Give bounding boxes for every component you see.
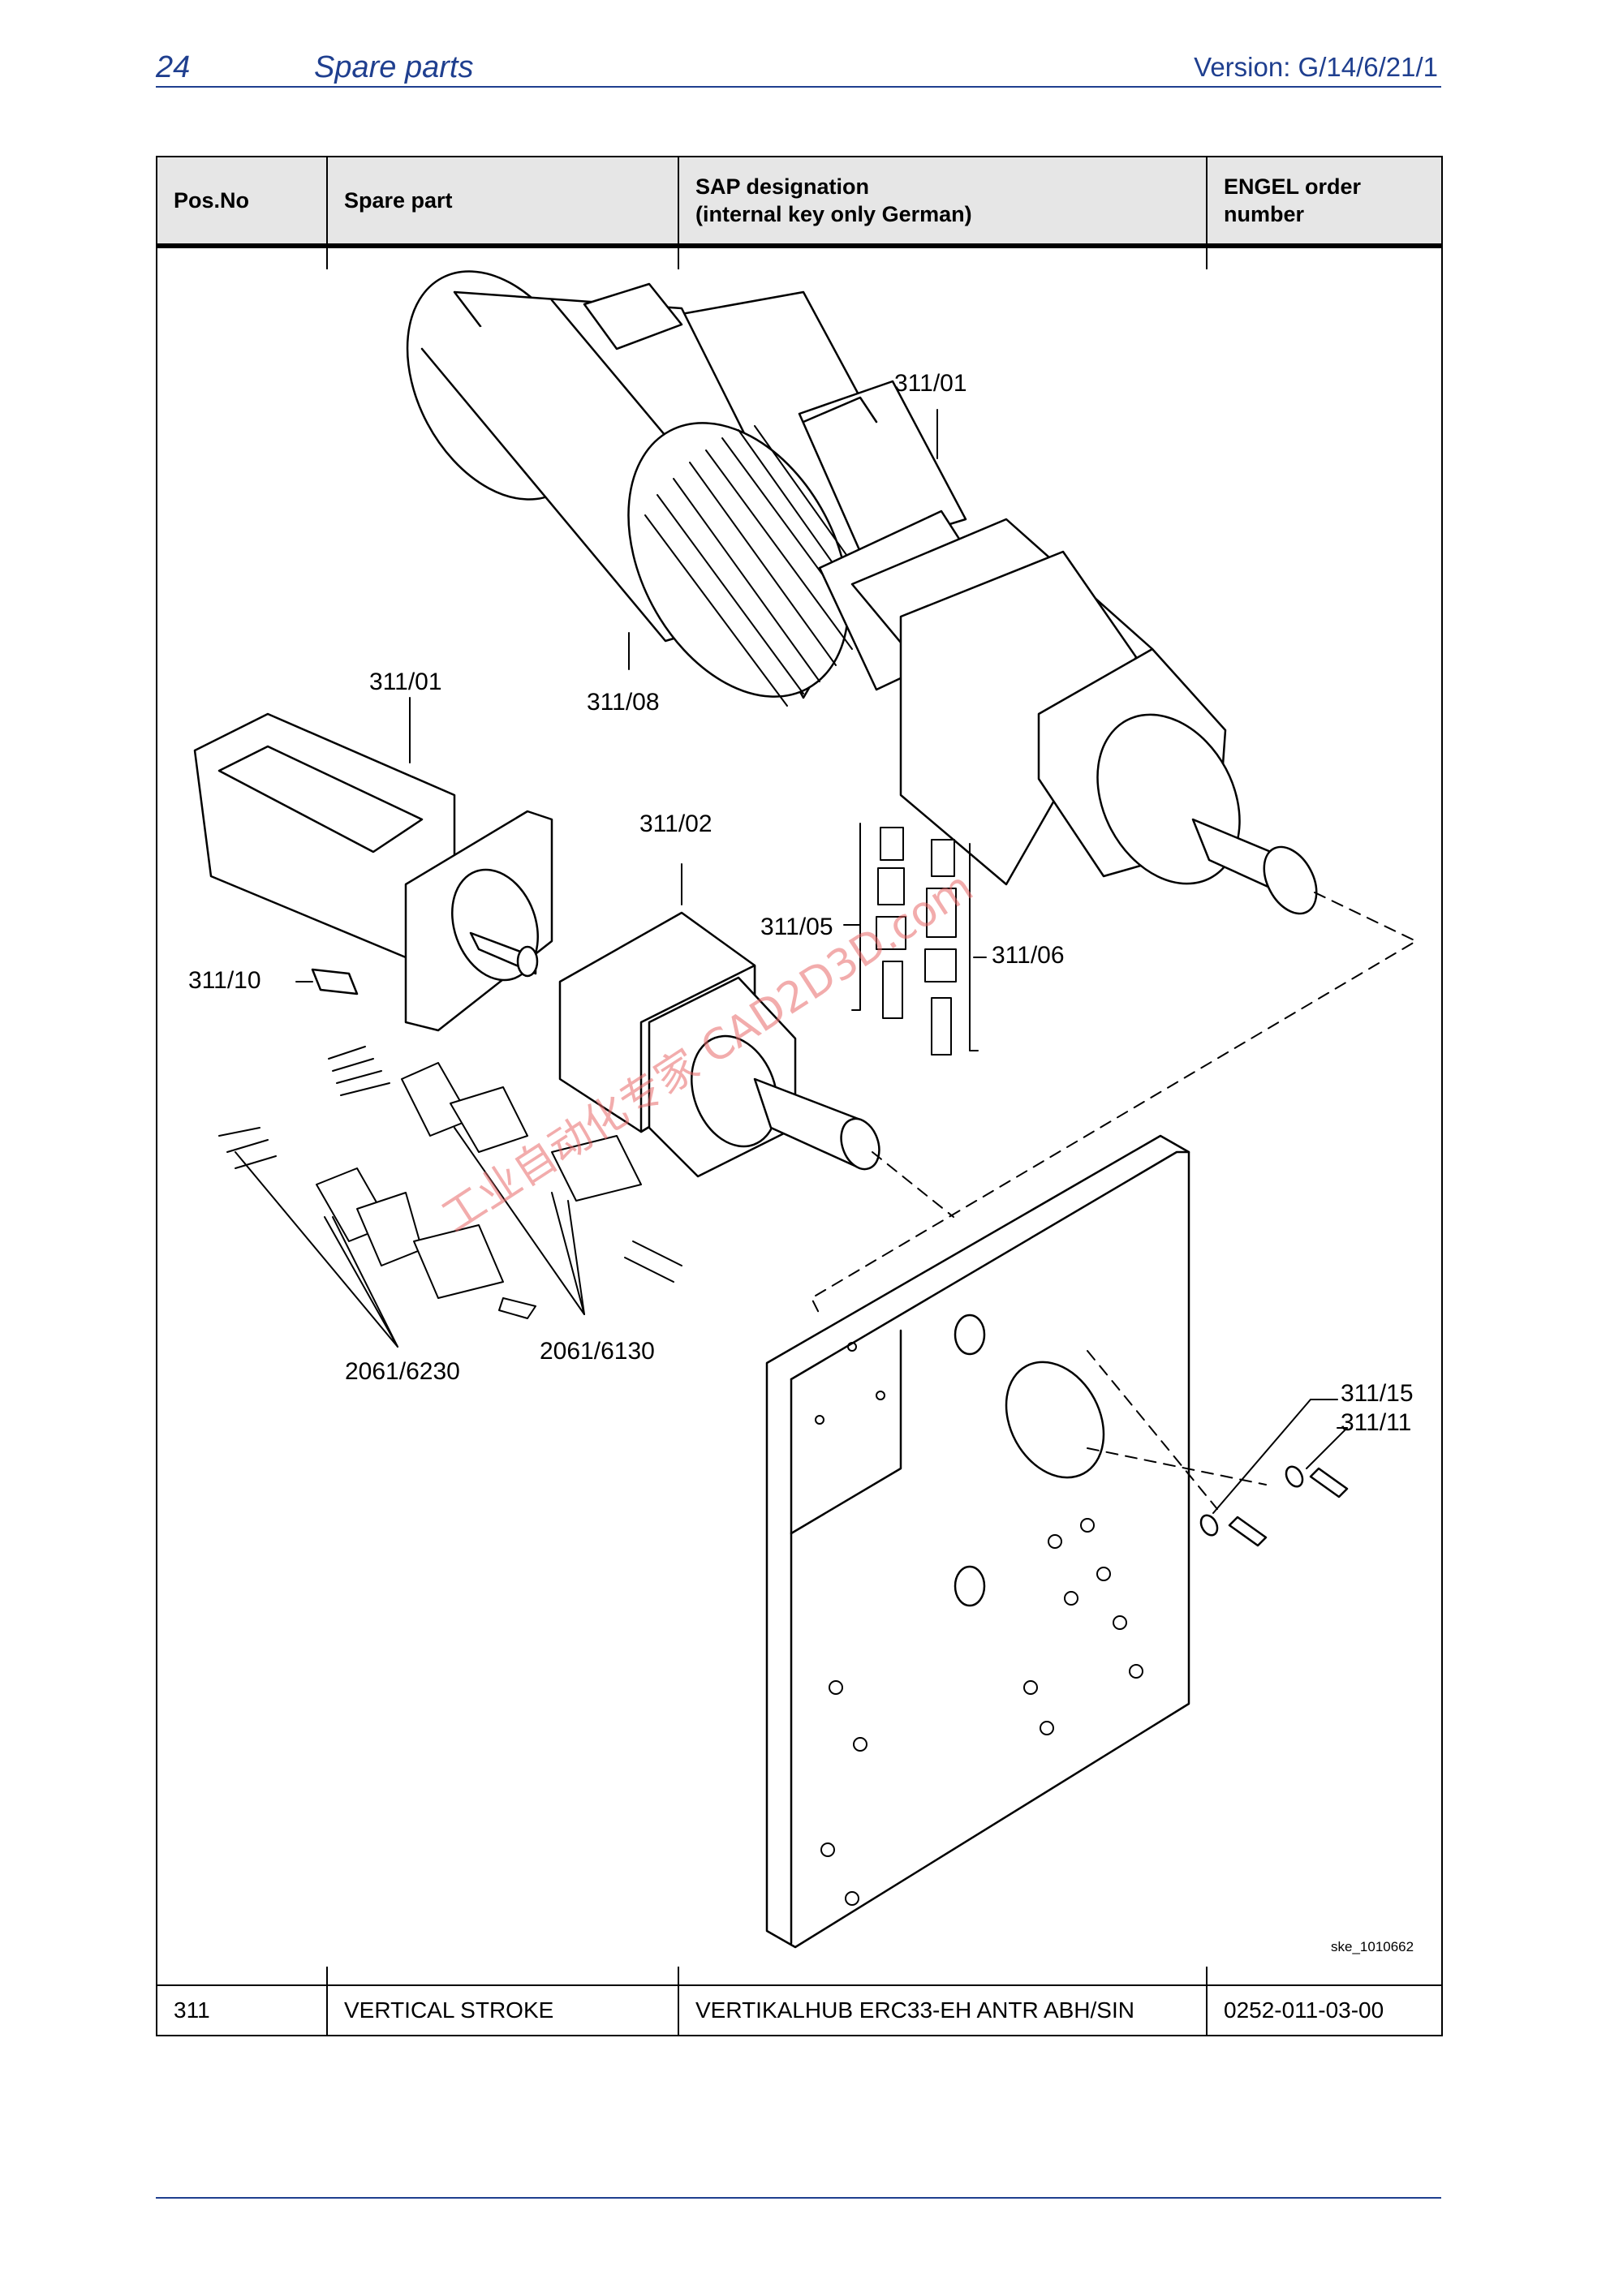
callout-2061-6230: 2061/6230 (345, 1358, 460, 1385)
spare-parts-table: Pos.No Spare part SAP designation (inter… (156, 156, 1443, 2036)
gearbox (558, 911, 880, 1178)
cell-order-number: 0252-011-03-00 (1224, 1997, 1384, 2023)
drawing-reference: ske_1010662 (1331, 1939, 1414, 1954)
page-number: 24 (156, 50, 191, 84)
callout-311-15: 311/15 (1341, 1380, 1414, 1407)
cell-pos-no: 311 (174, 1997, 210, 2023)
table-header-row: Pos.No Spare part SAP designation (inter… (157, 157, 1441, 243)
column-header-sap-designation: SAP designation (internal key only Germa… (695, 174, 972, 226)
column-divider (326, 157, 328, 269)
callout-311-05: 311/05 (760, 914, 833, 940)
callout-311-11: 311/11 (1341, 1409, 1411, 1436)
callout-311-01-left: 311/01 (369, 669, 442, 695)
column-divider (678, 157, 679, 269)
column-header-pos-no: Pos.No (174, 188, 250, 213)
assembly-centerlines (811, 892, 1417, 1510)
column-divider (1206, 1967, 1208, 2035)
cell-spare-part: VERTICAL STROKE (344, 1997, 554, 2023)
header-rule (156, 86, 1441, 88)
data-row-divider (157, 1984, 1441, 1986)
header-divider (157, 243, 1441, 248)
cable-connectors (218, 1046, 682, 1348)
callout-311-08: 311/08 (587, 689, 660, 716)
page-header: 24 Spare parts Version: G/14/6/21/1 (156, 47, 1441, 86)
column-divider (326, 1967, 328, 2035)
column-header-spare-part: Spare part (344, 188, 453, 213)
column-divider (678, 1967, 679, 2035)
mounting-plate (765, 1134, 1190, 1949)
gear-motor-assembly (406, 270, 1318, 915)
column-divider (1206, 157, 1208, 269)
callout-311-02: 311/02 (639, 810, 712, 837)
callout-2061-6130: 2061/6130 (540, 1338, 655, 1365)
column-header-engel-order-number: ENGEL order number (1224, 174, 1362, 226)
callout-311-10: 311/10 (188, 967, 261, 994)
cell-sap-designation: VERTIKALHUB ERC33-EH ANTR ABH/SIN (695, 1997, 1134, 2023)
callout-311-06: 311/06 (992, 942, 1065, 969)
servo-motor (193, 712, 553, 1032)
footer-rule (156, 2197, 1441, 2199)
section-title: Spare parts (314, 50, 474, 84)
screw-fittings (851, 823, 979, 1056)
leader-lines (295, 409, 1348, 1514)
screws-and-washers (1199, 1465, 1349, 1547)
callout-311-01-top: 311/01 (894, 370, 967, 397)
document-version: Version: G/14/6/21/1 (1194, 52, 1438, 82)
